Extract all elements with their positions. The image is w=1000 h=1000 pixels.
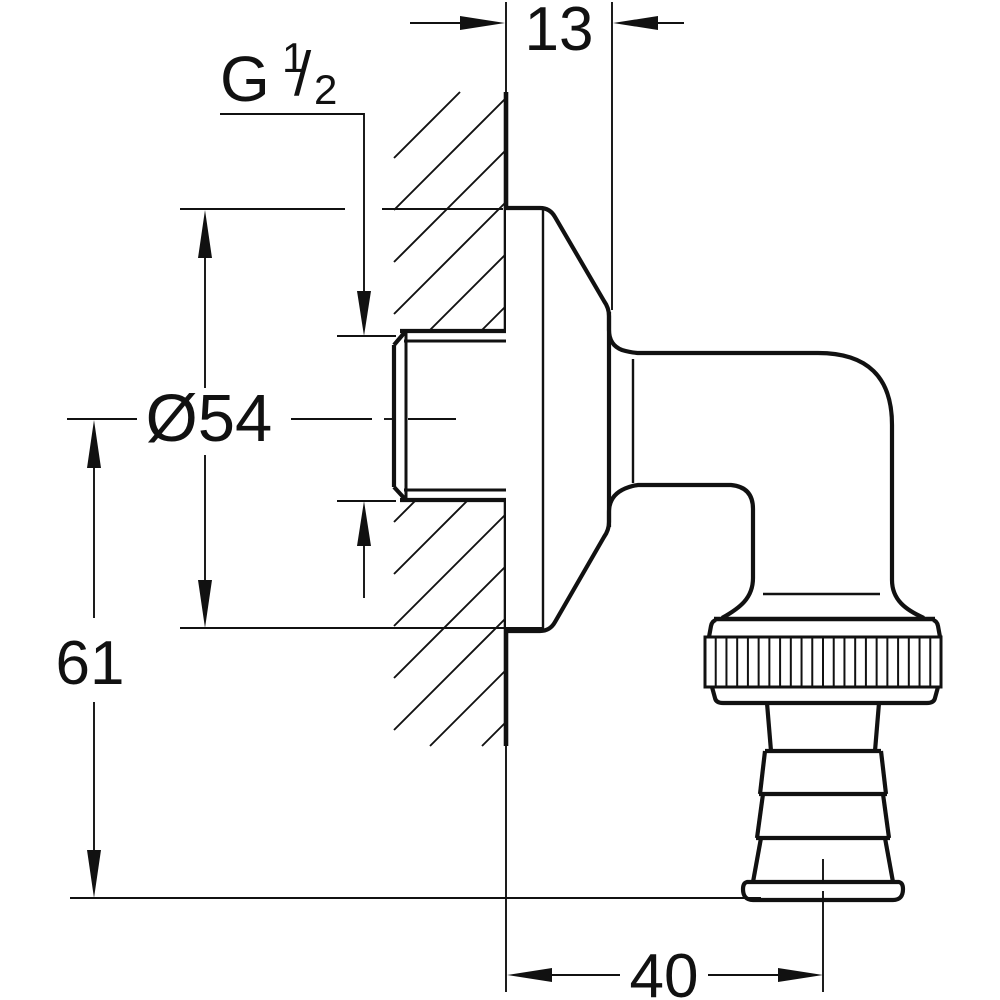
hatch-line [480,305,507,332]
barb-neck-left [764,702,774,752]
barb-neck-right [872,702,882,752]
thread-chamfer-bottom [392,485,407,501]
dimension-40: 40 [507,891,824,1000]
escutcheon-and-elbow [506,205,933,634]
dimension-61: 61 [56,418,761,899]
hatch-line [393,565,507,679]
dimension-13: 13 [410,0,684,310]
thread-body-fill [396,333,506,498]
barb2-left [754,793,766,839]
dim54-arrow-down [198,580,212,628]
thread-leader-line [220,113,365,292]
hatch-line [393,201,507,315]
hatch-line [393,97,507,211]
knurl-lines [714,638,932,686]
dim40-arrow-left [507,968,552,982]
hatch-line [481,721,507,747]
dimension-label-diameter-54: Ø54 [146,381,273,456]
thread-callout: G 1 / 2 [220,34,396,598]
hatch-line [393,513,507,627]
dimension-label-40: 40 [630,942,699,1000]
thread-size-slash: / [294,40,312,109]
barb3-right [882,837,896,883]
dim40-arrow-right [778,968,823,982]
hatch-line [393,500,468,575]
barb1-right [878,750,889,795]
hatch-line [428,253,507,332]
hatch-line [429,669,507,747]
thread-arrow-up [357,501,371,546]
nut-lower-rim [709,686,941,706]
dim61-arrow-up [87,420,101,468]
barb-end-cap [740,879,906,903]
wall-hatching [393,91,507,747]
hatch-line [393,500,416,523]
thread-spigot [391,328,506,503]
thread-arrow-down [357,291,371,336]
dim13-arrow-left [460,16,505,30]
centerlines [291,418,824,884]
union-nut [703,616,943,706]
thread-size-numerator: 1 [282,34,305,81]
barb2-right [880,793,892,839]
dim54-arrow-up [198,210,212,258]
dimension-label-61: 61 [56,629,125,698]
nut-upper-rim-left [706,617,717,638]
barb1-left [757,750,768,795]
dim13-arrow-right [613,16,658,30]
hatch-line [393,149,507,263]
hatch-line [393,617,507,731]
thread-size-denominator: 2 [314,66,337,113]
hose-barb-connector [740,702,906,903]
body-fill [506,208,933,631]
dimension-label-13: 13 [525,0,594,64]
hatch-line [393,91,461,159]
pipe-top-outline [606,329,925,620]
dim61-arrow-down [87,850,101,898]
thread-size-letter: G [220,43,270,115]
pipe-bottom-outline [606,482,756,620]
nut-upper-rim-right [932,617,943,638]
barb3-left [750,837,764,883]
dimension-54: Ø54 [146,208,544,629]
thread-chamfer-top [392,330,407,347]
